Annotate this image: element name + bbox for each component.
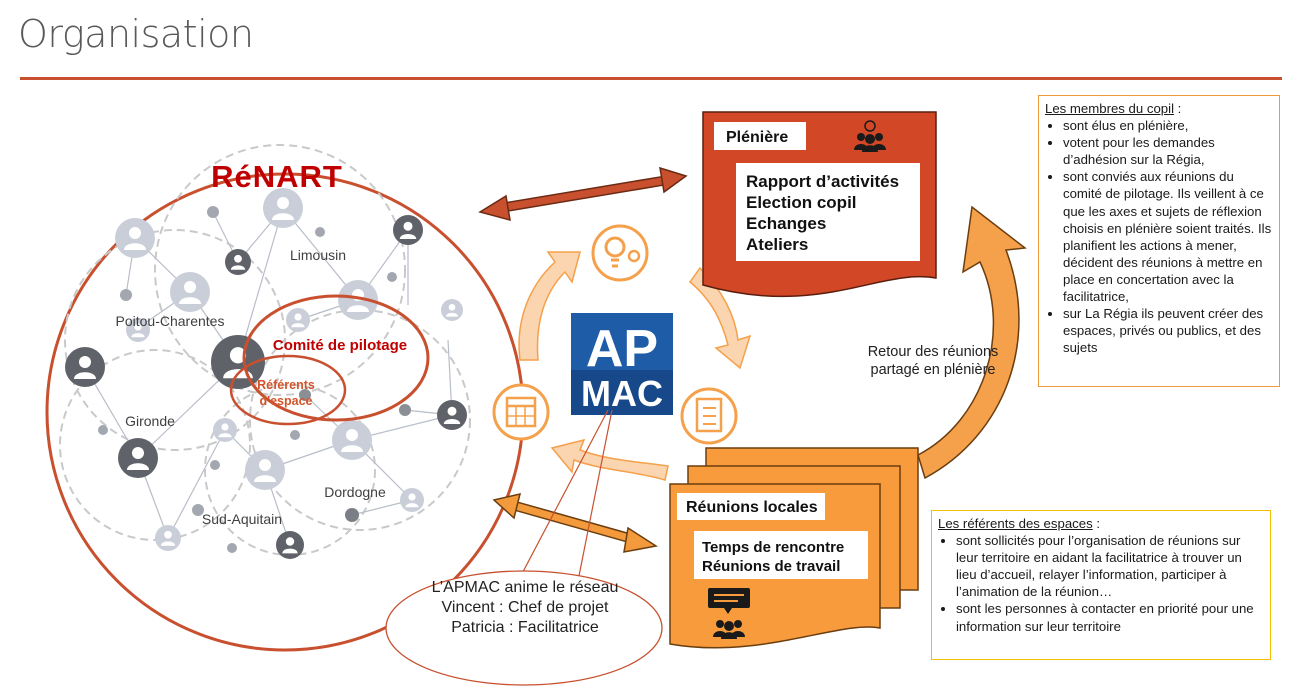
referents-label-line2: d'espace — [259, 394, 312, 408]
copil-members-box: Les membres du copil : sont élus en plén… — [1038, 95, 1280, 387]
note-pointer-2 — [572, 409, 613, 607]
renart-network — [45, 144, 525, 652]
reunions-item-1: Temps de rencontre — [702, 539, 844, 556]
bulb-gear-icon — [591, 224, 649, 282]
cycle-arrows — [518, 251, 752, 481]
copil-box-header-suffix: : — [1174, 101, 1182, 116]
checklist-icon — [680, 387, 738, 445]
reunions-title: Réunions locales — [686, 499, 818, 516]
reunions-card: Réunions locales Temps de rencontre Réun… — [669, 447, 919, 649]
apmac-note-line3: Patricia : Facilitatrice — [451, 619, 599, 636]
pleniere-item-1: Rapport d’activités — [746, 172, 899, 191]
apmac-note-line2: Vincent : Chef de projet — [441, 599, 609, 616]
retour-line2: partagé en plénière — [871, 362, 996, 378]
region-sud-aquitain: Sud-Aquitain — [202, 511, 282, 527]
double-arrow-pleniere — [478, 166, 688, 222]
comite-label: Comité de pilotage — [273, 337, 407, 354]
ref-box-header: Les référents des espaces — [938, 516, 1093, 531]
comite-ellipse — [242, 294, 430, 422]
apmac-logo-ap: AP — [586, 320, 658, 378]
pleniere-title: Plénière — [726, 129, 788, 146]
ref-box-list: sont sollicités pour l’organisation de r… — [938, 532, 1264, 635]
group-chat-icon — [708, 588, 750, 639]
copil-box-item: sont élus en plénière, — [1063, 117, 1273, 134]
pleniere-item-4: Ateliers — [746, 235, 808, 254]
pleniere-item-3: Echanges — [746, 214, 826, 233]
ref-box-item: sont les personnes à contacter en priori… — [956, 600, 1264, 634]
feedback-arrow — [917, 205, 1027, 480]
reunions-item-2: Réunions de travail — [702, 558, 840, 575]
apmac-note: L’APMAC anime le réseau Vincent : Chef d… — [385, 578, 665, 638]
title-divider — [20, 77, 1282, 80]
copil-box-item: sont conviés aux réunions du comité de p… — [1063, 168, 1273, 305]
region-dordogne: Dordogne — [324, 484, 386, 500]
pleniere-item-2: Election copil — [746, 193, 857, 212]
copil-box-header: Les membres du copil — [1045, 101, 1175, 116]
network-dots — [98, 206, 411, 553]
region-circles — [59, 144, 471, 556]
referents-label-line1: Référents — [257, 378, 315, 392]
ref-box-header-suffix: : — [1092, 516, 1101, 531]
apmac-note-line1: L’APMAC anime le réseau — [431, 579, 619, 596]
referents-box: Les référents des espaces : sont sollici… — [931, 510, 1271, 660]
double-arrow-reunions — [492, 492, 658, 553]
pleniere-card: Plénière Rapport d’activités Election co… — [702, 111, 937, 298]
page-title: Organisation — [18, 12, 254, 56]
referents-ellipse — [229, 354, 347, 426]
renart-logo: RéNART — [211, 159, 343, 194]
calendar-icon — [492, 383, 550, 441]
retour-line1: Retour des réunions — [868, 344, 999, 360]
apmac-logo: AP MAC — [571, 313, 673, 415]
copil-box-list: sont élus en plénière, votent pour les d… — [1045, 117, 1273, 356]
copil-box-item: votent pour les demandes d’adhésion sur … — [1063, 134, 1273, 168]
apmac-note-ellipse — [385, 570, 663, 686]
ref-box-item: sont sollicités pour l’organisation de r… — [956, 532, 1264, 600]
apmac-logo-mac: MAC — [581, 373, 663, 414]
region-gironde: Gironde — [125, 413, 175, 429]
region-limousin: Limousin — [290, 247, 346, 263]
region-poitou-charentes: Poitou-Charentes — [116, 313, 225, 329]
copil-box-item: sur La Régia ils peuvent créer des espac… — [1063, 305, 1273, 356]
